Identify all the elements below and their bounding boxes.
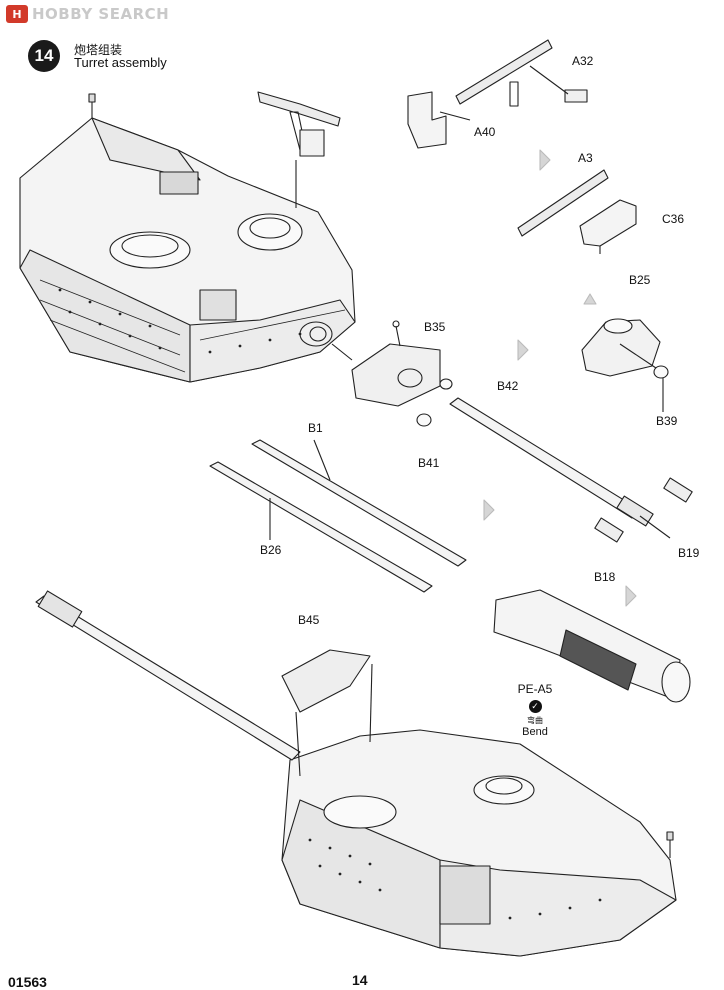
top-machine-gun-illustration (257, 91, 341, 208)
upper-turret-illustration (19, 93, 356, 383)
part-label-b26: B26 (260, 543, 282, 557)
part-label-b41: B41 (418, 456, 440, 470)
a32-a40-parts-illustration (407, 39, 588, 149)
a3-c36-parts-illustration (517, 169, 637, 254)
lower-turret-illustration (35, 590, 677, 957)
part-label-b35: B35 (424, 320, 446, 334)
part-label-pe-a5: PE-A5 (517, 682, 553, 696)
part-label-b39: B39 (656, 414, 678, 428)
bend-callout: PE-A5 ✓ 弯曲 Bend (505, 682, 565, 738)
main-gun-barrel-illustration (449, 397, 654, 527)
step-title-english: Turret assembly (74, 55, 167, 70)
part-label-b42: B42 (497, 379, 519, 393)
bend-label-chinese: 弯曲 (527, 716, 543, 725)
watermark-text: HOBBY SEARCH (32, 5, 170, 23)
step-number-badge: 14 (28, 40, 60, 72)
part-label-c36: C36 (662, 212, 685, 226)
part-label-b45: B45 (298, 613, 320, 627)
pe-a5-sleeve-illustration (493, 589, 691, 703)
part-label-a3: A3 (578, 151, 593, 165)
page-number: 14 (352, 972, 368, 988)
b25-b39-parts-illustration (581, 318, 669, 412)
part-label-a40: A40 (474, 125, 496, 139)
part-label-b19: B19 (678, 546, 700, 560)
catalog-number: 01563 (8, 974, 47, 990)
watermark: H HOBBY SEARCH (6, 5, 169, 23)
step-title-chinese: 炮塔组装 (74, 43, 123, 57)
b1-b26-parts-illustration (209, 439, 467, 593)
mantlet-illustration (331, 320, 453, 427)
bend-label-english: Bend (522, 726, 548, 738)
part-label-b25: B25 (629, 273, 651, 287)
bend-icon: ✓ (528, 700, 542, 713)
b18-b19-parts-illustration (594, 477, 693, 543)
part-label-a32: A32 (572, 54, 594, 68)
hobby-search-logo-icon: H (6, 5, 28, 23)
part-label-b18: B18 (594, 570, 616, 584)
part-label-b1: B1 (308, 421, 323, 435)
